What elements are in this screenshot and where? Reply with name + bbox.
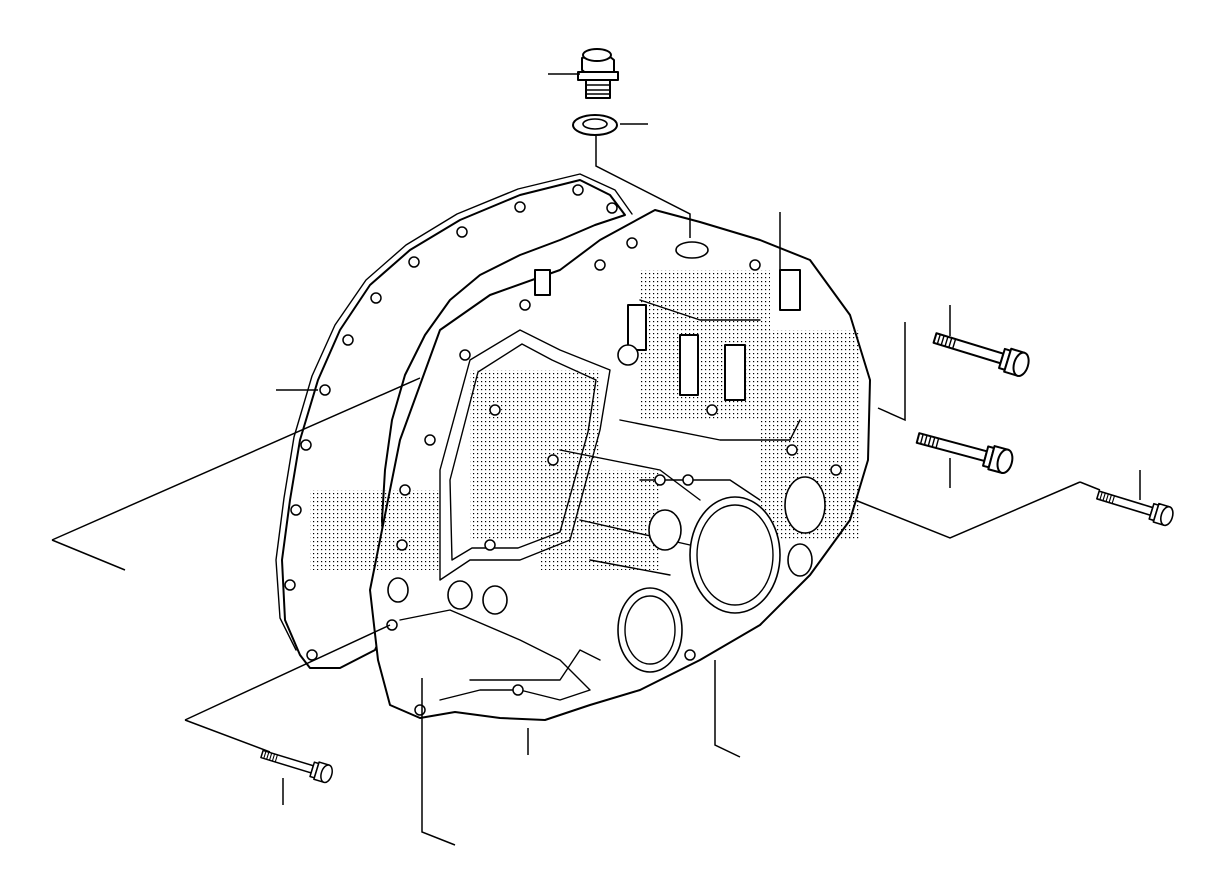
case-bolt-right-lower [1094,485,1176,528]
case-bolt-right-upper [930,325,1033,379]
transmission-case [310,209,871,721]
leader-lines [51,73,1141,846]
case-bolt-right-middle [913,425,1016,476]
drain-plug [577,48,619,99]
sealing-washer [572,114,618,136]
case-bolt-left-lower [258,744,335,785]
